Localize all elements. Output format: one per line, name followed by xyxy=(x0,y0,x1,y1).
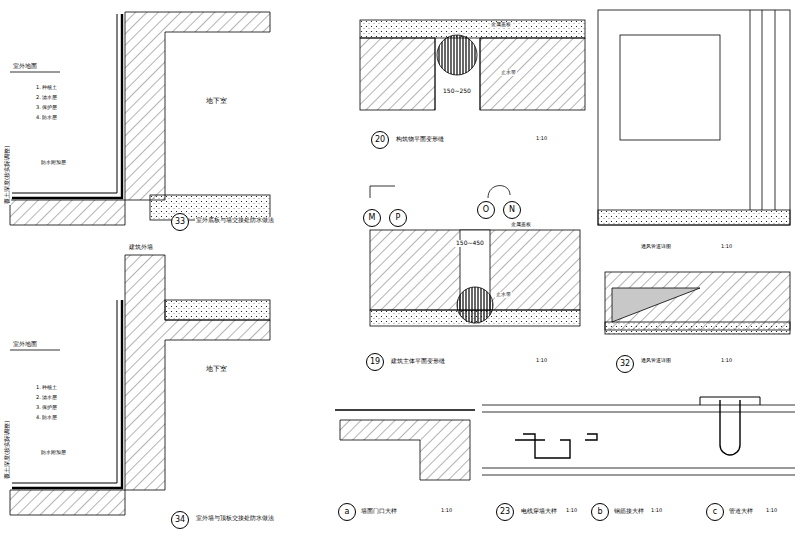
annotation-text: 1:10 xyxy=(720,244,733,250)
annotation-text: 室外地面 xyxy=(12,341,38,348)
annotation-text: 金属盖板 xyxy=(490,22,512,28)
annotation-text: 4. 防水层 xyxy=(35,415,58,421)
callout-circle: 32 xyxy=(616,355,634,373)
annotation-text: 止水带 xyxy=(500,70,517,76)
annotation-text: 1:10 xyxy=(535,358,548,364)
annotation-text: 通风管道详图 xyxy=(640,244,672,250)
callout-circle: O xyxy=(477,201,495,219)
callout-circle: 33 xyxy=(171,213,189,231)
annotation-text: 1. 种植土 xyxy=(35,85,58,91)
annotation-text: 覆土深度(按实际调整) xyxy=(4,419,11,480)
annotation-text: 室外地面 xyxy=(12,63,38,70)
callout-number: a xyxy=(345,508,350,516)
annotation-text: 电线穿墙大样 xyxy=(520,508,558,515)
annotation-text: 3. 保护层 xyxy=(35,105,58,111)
callout-circle: M xyxy=(363,209,381,227)
callout-circle: b xyxy=(591,503,609,521)
annotation-text: 金属盖板 xyxy=(510,222,532,228)
annotation-text: 2. 滤水层 xyxy=(35,395,58,401)
annotation-text: 止水带 xyxy=(495,292,512,298)
annotation-text: 建筑主体平面变形缝 xyxy=(390,358,446,365)
annotation-text: 1:10 xyxy=(720,358,733,364)
annotation-text: 1:10 xyxy=(765,508,778,514)
callout-circle: c xyxy=(706,503,724,521)
callout-number: 19 xyxy=(370,358,380,366)
annotation-text: 4. 防水层 xyxy=(35,115,58,121)
callout-number: b xyxy=(597,508,602,516)
callout-circle: 20 xyxy=(371,131,389,149)
callout-number: 34 xyxy=(175,516,185,524)
callout-number: 32 xyxy=(620,360,630,368)
annotation-text: 1:10 xyxy=(650,508,663,514)
callout-number: P xyxy=(396,214,401,222)
callout-number: 20 xyxy=(375,136,385,144)
annotation-text: 覆土深度(按实际调整) xyxy=(4,144,11,205)
annotation-text: 钢筋接大样 xyxy=(613,508,645,515)
annotation-text: 通风管道详图 xyxy=(640,358,672,364)
annotation-text: 3. 保护层 xyxy=(35,405,58,411)
annotation-text: 2. 滤水层 xyxy=(35,95,58,101)
callout-number: O xyxy=(483,206,489,214)
callout-circle: N xyxy=(503,201,521,219)
callout-circle: 19 xyxy=(366,353,384,371)
callout-circle: 23 xyxy=(496,503,514,521)
callout-circle: 34 xyxy=(171,511,189,529)
annotation-text: 室外底板与墙交接处防水做法 xyxy=(195,217,275,224)
annotation-text: 建筑外墙 xyxy=(128,244,154,251)
annotation-text: 1:10 xyxy=(535,136,548,142)
annotation-text: 防水附加层 xyxy=(40,160,67,166)
annotation-text: 室外墙与顶板交接处防水做法 xyxy=(195,515,275,522)
annotation-text: 管道大样 xyxy=(728,508,754,515)
callout-number: 23 xyxy=(500,508,510,516)
callout-number: c xyxy=(713,508,717,516)
callout-number: 33 xyxy=(175,218,185,226)
annotation-text: 防水附加层 xyxy=(40,450,67,456)
annotation-text: 1. 种植土 xyxy=(35,385,58,391)
callout-number: N xyxy=(509,206,515,214)
annotation-text: 墙面门口大样 xyxy=(360,508,398,515)
annotation-text: 150~450 xyxy=(455,240,485,247)
callout-circle: a xyxy=(338,503,356,521)
annotation-text: 构筑物平面变形缝 xyxy=(395,136,445,143)
annotation-text: 1:10 xyxy=(565,508,578,514)
annotation-text: 地下室 xyxy=(205,366,228,374)
callout-number: M xyxy=(369,214,376,222)
annotation-text: 地下室 xyxy=(205,98,228,106)
annotation-text: 1:10 xyxy=(440,508,453,514)
callout-circle: P xyxy=(389,209,407,227)
annotation-text: 150~250 xyxy=(442,88,472,95)
